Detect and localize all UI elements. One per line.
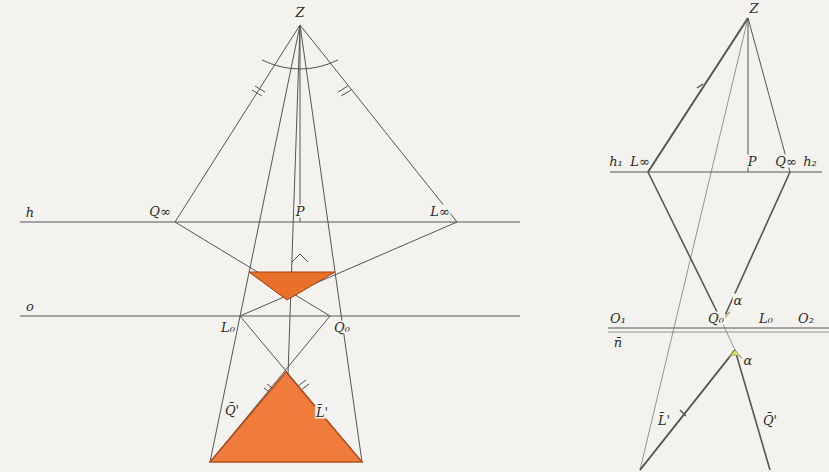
point-label: h	[25, 206, 35, 219]
point-label: L̄'	[657, 414, 671, 427]
point-label: P	[295, 205, 306, 218]
point-label: L∞	[429, 205, 450, 218]
point-label: L₀	[758, 312, 774, 325]
point-label: L̄'	[315, 406, 329, 419]
construction-lines	[20, 18, 829, 470]
point-label: Q̄'	[224, 404, 240, 417]
point-label: P	[747, 155, 758, 168]
point-label: O₁	[609, 312, 627, 325]
point-label: Q̄'	[762, 414, 778, 427]
point-label: Z	[748, 2, 759, 15]
point-label: α	[743, 354, 754, 367]
point-label: o	[25, 300, 35, 313]
point-label: Z	[294, 6, 305, 19]
point-label: h₁	[608, 155, 624, 168]
point-label: n̄	[613, 336, 623, 349]
point-label: h₂	[802, 155, 818, 168]
point-label: Q∞	[148, 205, 172, 218]
point-label: L∞	[629, 155, 650, 168]
point-label: L₀	[220, 321, 236, 334]
projected-triangles	[210, 272, 742, 462]
point-label: O₂	[797, 312, 815, 325]
point-label: Q₀	[333, 321, 351, 334]
point-label: Q∞	[774, 155, 798, 168]
point-label: Q₀	[707, 312, 725, 325]
point-label: α	[733, 294, 744, 307]
